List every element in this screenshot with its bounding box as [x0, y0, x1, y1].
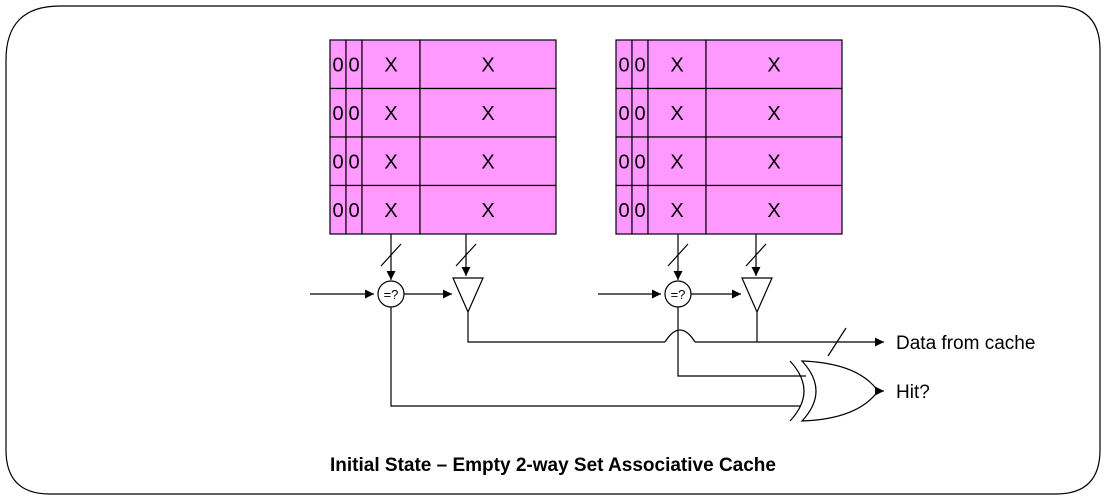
cache-cell-tag [647, 87, 707, 138]
cache-cell-tag [647, 136, 707, 187]
dirty-bit-value: 0 [634, 54, 645, 76]
tag-value: X [384, 151, 397, 173]
data-output-label: Data from cache [896, 333, 1035, 354]
tag-value: X [670, 151, 683, 173]
tag-value: X [670, 200, 683, 222]
cache-cell-tag [361, 184, 421, 235]
comparator-1-label: =? [384, 287, 399, 302]
way-1-logic: =? [310, 234, 800, 407]
data-value: X [767, 151, 780, 173]
cache-cell-data [705, 136, 843, 187]
tag-value: X [670, 54, 683, 76]
valid-bit-value: 0 [332, 151, 343, 173]
tristate-buffer-1 [452, 277, 484, 314]
diagram-caption: Initial State – Empty 2-way Set Associat… [330, 455, 776, 476]
cache-cell-tag [647, 184, 707, 235]
outer-frame [5, 5, 1101, 495]
cache-cell-data [419, 39, 557, 90]
dirty-bit-value: 0 [348, 200, 359, 222]
hit-output-label: Hit? [896, 382, 930, 403]
data-value: X [481, 54, 494, 76]
cache-cell-tag [361, 87, 421, 138]
tag-value: X [384, 200, 397, 222]
cache-cell-tag [361, 136, 421, 187]
data-value: X [481, 103, 494, 125]
dirty-bit-value: 0 [348, 54, 359, 76]
valid-bit-value: 0 [618, 54, 629, 76]
valid-bit-value: 0 [332, 200, 343, 222]
tag-value: X [670, 103, 683, 125]
or-gate: Hit? [789, 360, 930, 422]
data-value: X [481, 151, 494, 173]
tag-value: X [384, 103, 397, 125]
data-value: X [481, 200, 494, 222]
cache-cell-data [705, 87, 843, 138]
cache-cell-data [419, 184, 557, 235]
cache-cell-data [705, 39, 843, 90]
valid-bit-value: 0 [332, 103, 343, 125]
valid-bit-value: 0 [332, 54, 343, 76]
dirty-bit-value: 0 [634, 151, 645, 173]
way-2-logic: =? [598, 234, 806, 377]
valid-bit-value: 0 [618, 103, 629, 125]
data-output-bus: Data from cache [695, 327, 1035, 357]
cache-cell-data [705, 184, 843, 235]
data-value: X [767, 54, 780, 76]
valid-bit-value: 0 [618, 151, 629, 173]
comparator-2-label: =? [671, 287, 686, 302]
dirty-bit-value: 0 [634, 103, 645, 125]
data-value: X [767, 103, 780, 125]
valid-bit-value: 0 [618, 200, 629, 222]
data-value: X [767, 200, 780, 222]
cache-cell-tag [647, 39, 707, 90]
dirty-bit-value: 0 [348, 103, 359, 125]
dirty-bit-value: 0 [348, 151, 359, 173]
tristate-buffer-2 [741, 277, 773, 314]
tag-value: X [384, 54, 397, 76]
dirty-bit-value: 0 [634, 200, 645, 222]
